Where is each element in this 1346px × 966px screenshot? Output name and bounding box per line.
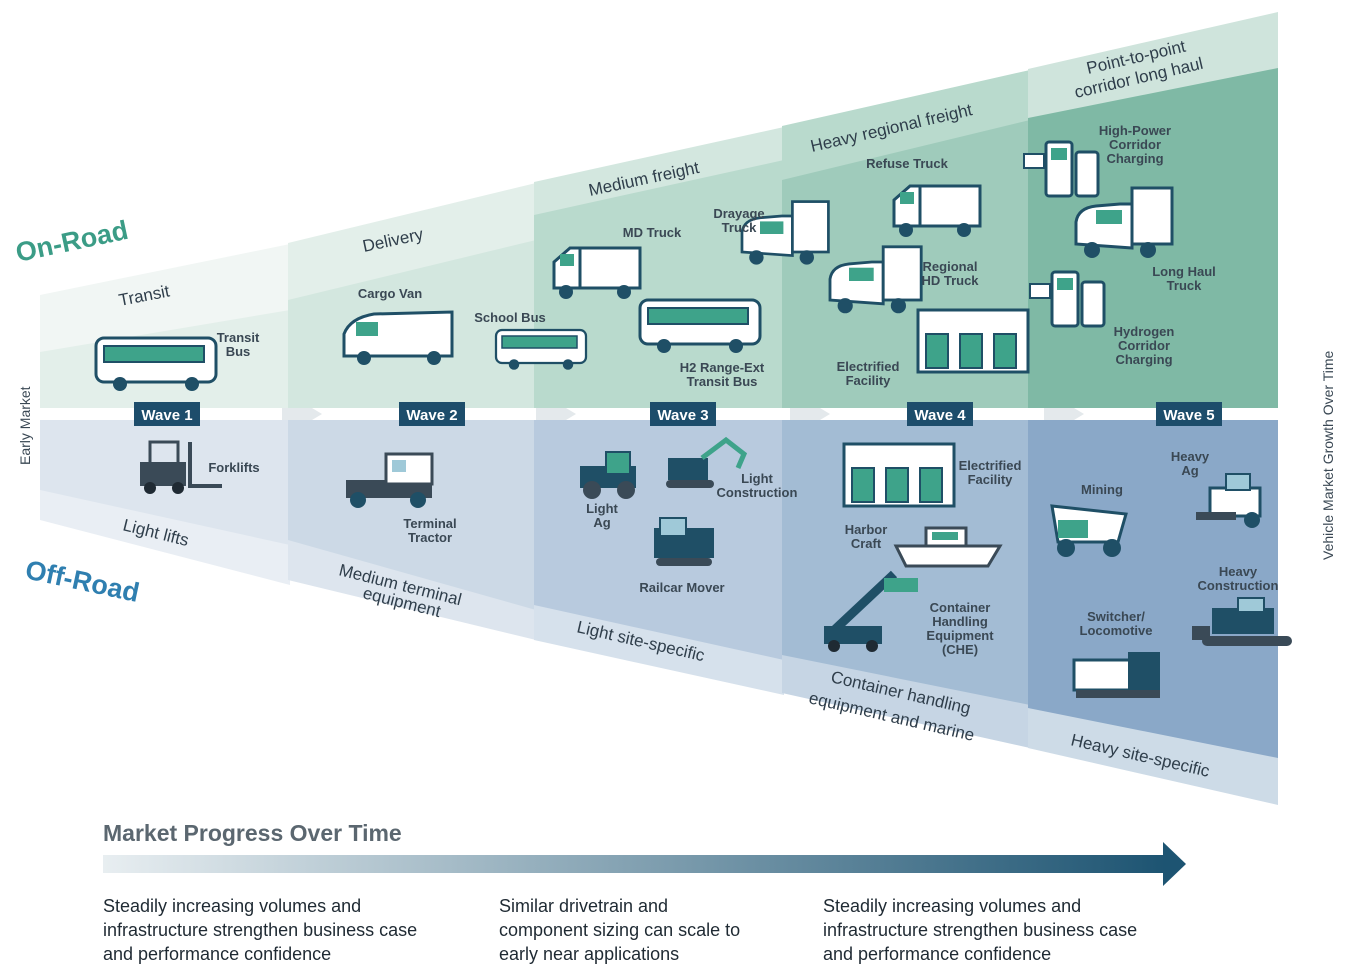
vehicle-label: Regional xyxy=(923,259,978,274)
mining-icon xyxy=(1050,504,1128,557)
vehicle-label: Heavy xyxy=(1171,449,1210,464)
wave-badge xyxy=(650,402,716,426)
vehicle-label: Railcar Mover xyxy=(639,580,724,595)
electrified-facility-icon xyxy=(916,308,1030,374)
wave-badge xyxy=(134,402,200,426)
heavy-construction-icon xyxy=(1192,597,1292,646)
vehicle-label: Long Haul xyxy=(1152,264,1216,279)
description-3: Steadily increasing volumes and infrastr… xyxy=(823,894,1203,966)
vehicle-label: Equipment xyxy=(926,628,994,643)
vehicle-label: Transit xyxy=(217,330,260,345)
wave-label: Wave 2 xyxy=(406,407,457,424)
vehicle-label: Harbor xyxy=(845,522,888,537)
wave-badges: Wave 1 Wave 2 Wave 3 Wave 4 Wave 5 xyxy=(134,402,1222,426)
che-icon xyxy=(824,570,918,652)
school-bus-icon xyxy=(494,328,588,371)
description-line: infrastructure strengthen business case xyxy=(103,920,418,940)
description-2: Similar drivetrain and component sizing … xyxy=(499,894,879,966)
market-progress-arrow xyxy=(103,842,1186,886)
vehicle-label: School Bus xyxy=(474,310,546,325)
wave-label: Wave 1 xyxy=(141,407,192,424)
vehicle-label: Ag xyxy=(1181,463,1198,478)
description-line: Similar drivetrain and xyxy=(499,896,669,916)
vehicle-label: High-Power xyxy=(1099,123,1171,138)
vehicle-label: Light xyxy=(741,471,773,486)
vehicle-label: Transit Bus xyxy=(687,374,758,389)
vehicle-label: (CHE) xyxy=(942,642,978,657)
wave-badge xyxy=(1156,402,1222,426)
harbor-craft-icon xyxy=(893,526,1003,568)
vehicle-label: Electrified xyxy=(837,359,900,374)
vehicle-label: Ag xyxy=(593,515,610,530)
h2-bus-icon xyxy=(638,298,762,355)
vehicle-label: Cargo Van xyxy=(358,286,422,301)
vehicle-label: MD Truck xyxy=(623,225,682,240)
description-line: infrastructure strengthen business case xyxy=(823,920,1138,940)
terminal-tractor-icon xyxy=(346,452,434,508)
description-line: and performance confidence xyxy=(823,944,1052,964)
vehicle-label: Mining xyxy=(1081,482,1123,497)
on-road-title: On-Road xyxy=(13,215,131,268)
vehicle-label: Container xyxy=(930,600,991,615)
transit-bus-icon xyxy=(94,336,218,393)
early-market-label: Early Market xyxy=(17,386,33,465)
vehicle-label: Handling xyxy=(932,614,988,629)
vehicle-label: Switcher/ xyxy=(1087,609,1145,624)
description-line: Steadily increasing volumes and xyxy=(103,896,362,916)
wave-badge xyxy=(399,402,465,426)
vehicle-label: H2 Range-Ext xyxy=(680,360,765,375)
vehicle-growth-label: Vehicle Market Growth Over Time xyxy=(1320,350,1336,560)
vehicle-label: Tractor xyxy=(408,530,452,545)
wave-label: Wave 4 xyxy=(914,407,966,424)
vehicle-label: Construction xyxy=(1198,578,1279,593)
off-road-vehicle-icons xyxy=(140,436,1292,698)
description-1: Steadily increasing volumes and infrastr… xyxy=(103,894,483,966)
vehicle-label: Charging xyxy=(1106,151,1163,166)
vehicle-label: Corridor xyxy=(1109,137,1161,152)
wave-label: Wave 5 xyxy=(1163,407,1214,424)
vehicle-label: Truck xyxy=(1167,278,1202,293)
description-line: component sizing can scale to xyxy=(499,920,741,940)
description-line: early near applications xyxy=(499,944,680,964)
vehicle-label: Facility xyxy=(968,472,1014,487)
vehicle-label: Hydrogen xyxy=(1114,324,1175,339)
electrified-facility-icon xyxy=(842,442,956,508)
vehicle-label: Charging xyxy=(1115,352,1172,367)
vehicle-label: Craft xyxy=(851,536,882,551)
forklift-icon xyxy=(140,440,222,494)
vehicle-label: Heavy xyxy=(1219,564,1258,579)
wave-chevrons xyxy=(282,408,1084,420)
vehicle-label: Light xyxy=(586,501,618,516)
description-line: and performance confidence xyxy=(103,944,332,964)
vehicle-label: Locomotive xyxy=(1080,623,1153,638)
market-progress-title: Market Progress Over Time xyxy=(103,820,402,846)
wave-badge xyxy=(907,402,973,426)
wave-label: Wave 3 xyxy=(657,407,708,424)
vehicle-label: Forklifts xyxy=(208,460,259,475)
heavy-ag-icon xyxy=(1196,473,1262,528)
vehicle-label: Facility xyxy=(846,373,892,388)
on-road-vehicle-labels: Transit Bus Cargo Van School Bus MD Truc… xyxy=(217,123,1216,389)
vehicle-label: Terminal xyxy=(403,516,456,531)
vehicle-label: Construction xyxy=(717,485,798,500)
vehicle-label: Truck xyxy=(722,220,757,235)
light-construction-icon xyxy=(666,436,748,488)
vehicle-label: Refuse Truck xyxy=(866,156,948,171)
vehicle-label: HD Truck xyxy=(921,273,979,288)
off-road-vehicle-labels: Forklifts Terminal Tractor Light Ag Ligh… xyxy=(208,449,1278,657)
on-road-vehicle-icons xyxy=(94,140,1174,393)
vehicle-label: Electrified xyxy=(959,458,1022,473)
off-road-title: Off-Road xyxy=(23,555,142,608)
vehicle-label: Drayage xyxy=(713,206,764,221)
vehicle-label: Corridor xyxy=(1118,338,1170,353)
cargo-van-icon xyxy=(342,310,454,365)
locomotive-icon xyxy=(1072,652,1160,698)
vehicle-label: Bus xyxy=(226,344,251,359)
description-line: Steadily increasing volumes and xyxy=(823,896,1082,916)
